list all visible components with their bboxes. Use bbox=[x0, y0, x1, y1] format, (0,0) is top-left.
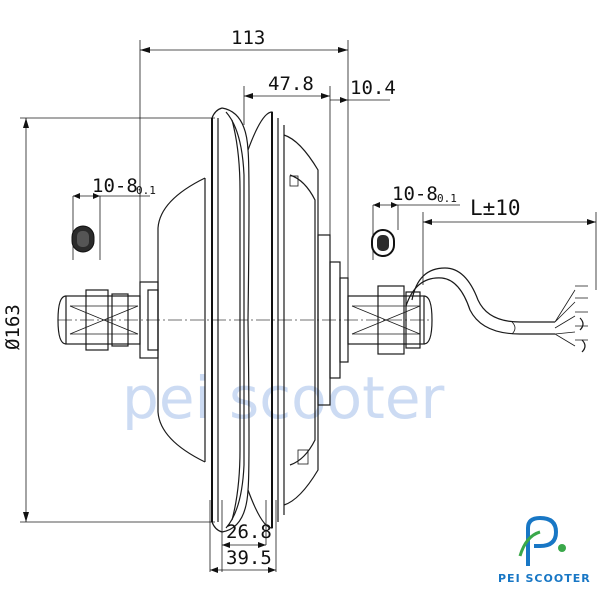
left-axle bbox=[57, 289, 141, 351]
dim-10-4-label: 10.4 bbox=[350, 77, 396, 99]
dim-tire-width: 26.8 bbox=[222, 521, 272, 548]
logo-leaf-icon bbox=[518, 530, 541, 557]
logo-p-icon bbox=[526, 515, 559, 566]
left-flat-label: 10-8 bbox=[92, 175, 138, 197]
dim-diameter: Ø163 bbox=[2, 117, 215, 523]
dim-hub-width: 39.5 bbox=[210, 547, 276, 573]
dim-overall-width: 113 bbox=[139, 27, 349, 300]
dim-diameter-label: Ø163 bbox=[2, 304, 24, 350]
logo-dot-icon bbox=[558, 544, 566, 552]
dim-26-8-label: 26.8 bbox=[226, 521, 272, 543]
motor-body bbox=[58, 107, 430, 572]
pei-scooter-logo: PEI SCOOTER bbox=[498, 515, 591, 585]
right-flat-sub-label: 0.1 bbox=[437, 192, 457, 205]
dim-113-label: 113 bbox=[231, 27, 265, 49]
left-flat-sub-label: 0.1 bbox=[136, 184, 156, 197]
left-shaft-flat-detail: 10-8 0.1 bbox=[71, 175, 156, 260]
logo-text: PEI SCOOTER bbox=[498, 572, 591, 585]
dim-rim-width: 47.8 bbox=[243, 73, 331, 300]
watermark-text: pei scooter bbox=[122, 364, 445, 432]
motor-cable bbox=[405, 267, 588, 353]
dim-47-8-label: 47.8 bbox=[268, 73, 314, 95]
dim-flange-offset: 10.4 bbox=[330, 77, 396, 103]
right-shaft-flat-detail: 10-8 0.1 bbox=[371, 183, 460, 260]
cable-length-label: L±10 bbox=[470, 196, 521, 220]
dim-cable-length: L±10 bbox=[422, 196, 597, 290]
dim-39-5-label: 39.5 bbox=[226, 547, 272, 569]
right-flat-label: 10-8 bbox=[392, 183, 438, 205]
